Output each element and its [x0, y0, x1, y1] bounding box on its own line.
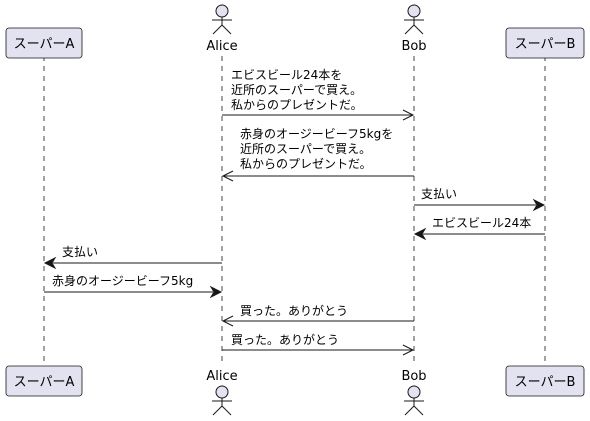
message-2-line-2: 近所のスーパーで買え。 — [240, 142, 371, 156]
message-8-line-1: 買った。ありがとう — [231, 332, 339, 347]
actor-icon — [404, 4, 424, 35]
actor-icon — [212, 385, 232, 416]
participant-super-a-top: スーパーA — [5, 27, 83, 59]
message-2: 赤身のオージービーフ5kgを 近所のスーパーで買え。 私からのプレゼントだ。 — [221, 126, 414, 182]
actor-icon — [404, 385, 424, 416]
participant-super-b-label: スーパーB — [515, 375, 576, 390]
message-3: 支払い — [414, 187, 546, 212]
actor-alice-label: Alice — [206, 369, 237, 384]
participant-super-b-top: スーパーB — [505, 27, 585, 59]
actor-icon — [212, 4, 232, 35]
message-3-line-1: 支払い — [421, 187, 457, 201]
actor-alice-label: Alice — [206, 39, 237, 54]
message-1-line-3: 私からのプレゼントだ。 — [231, 98, 363, 112]
message-4-line-1: エビスビール24本 — [432, 216, 531, 230]
message-2-line-3: 私からのプレゼントだ。 — [240, 157, 372, 171]
participant-super-a-label: スーパーA — [14, 375, 75, 390]
message-5: 支払い — [43, 245, 222, 270]
actor-bob-label: Bob — [401, 369, 426, 384]
message-5-line-1: 支払い — [62, 245, 98, 259]
participant-super-a-bottom: スーパーA — [5, 365, 83, 397]
participant-super-b-label: スーパーB — [515, 37, 576, 52]
message-8: 買った。ありがとう — [222, 332, 415, 356]
actor-alice-bottom: Alice — [206, 369, 238, 416]
message-1-line-2: 近所のスーパーで買え。 — [231, 83, 362, 97]
message-1: エビスビール24本を 近所のスーパーで買え。 私からのプレゼントだ。 — [222, 68, 415, 121]
message-6: 赤身のオージービーフ5kg — [44, 273, 223, 299]
message-7: 買った。ありがとう — [221, 303, 414, 327]
message-1-line-1: エビスビール24本を — [231, 68, 342, 82]
participant-super-a-label: スーパーA — [14, 37, 75, 52]
message-6-line-1: 赤身のオージービーフ5kg — [52, 273, 193, 288]
actor-alice-top: Alice — [206, 4, 238, 54]
actor-bob-bottom: Bob — [401, 369, 427, 416]
actor-bob-label: Bob — [401, 39, 426, 54]
message-4: エビスビール24本 — [413, 216, 545, 241]
message-2-line-1: 赤身のオージービーフ5kgを — [240, 126, 393, 141]
actor-bob-top: Bob — [401, 4, 427, 54]
participant-super-b-bottom: スーパーB — [505, 365, 585, 397]
message-7-line-1: 買った。ありがとう — [240, 303, 348, 318]
